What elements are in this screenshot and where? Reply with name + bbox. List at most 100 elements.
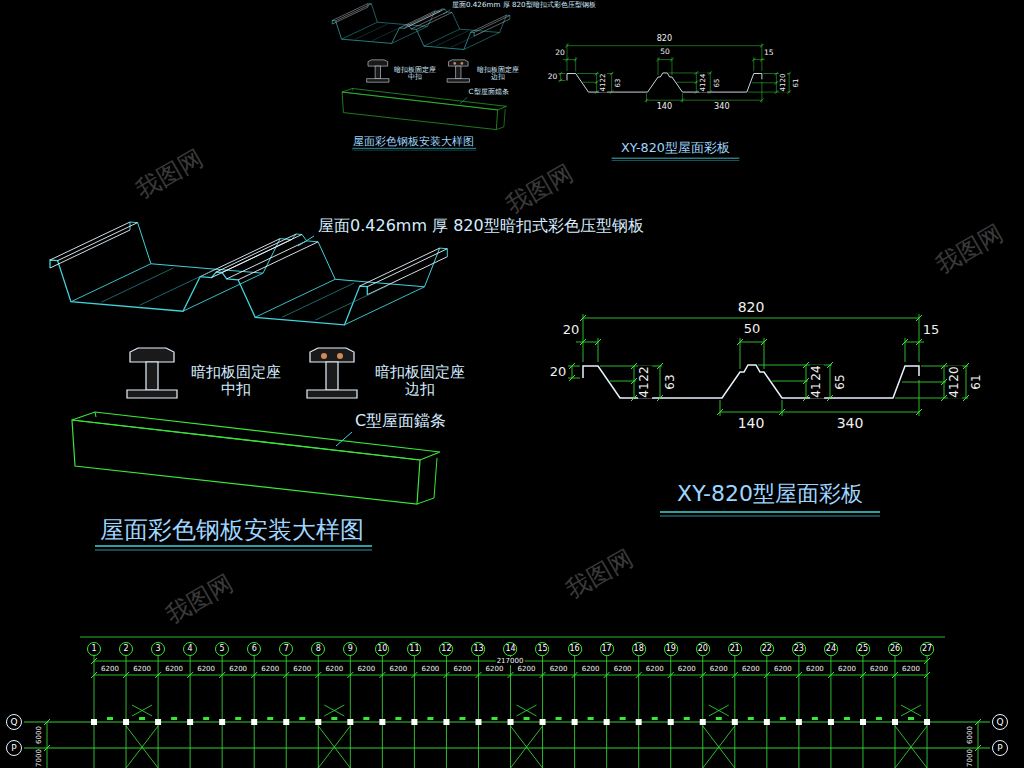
dimension-text: 20 xyxy=(562,323,581,338)
dimension-text: 63 xyxy=(614,77,622,88)
clip-head xyxy=(310,348,354,362)
bubble-circle xyxy=(696,642,709,655)
bracing xyxy=(703,726,735,768)
part-label: 暗扣板固定座 中扣 xyxy=(188,364,284,399)
bay-dimension: 6200 xyxy=(774,665,792,673)
watermark: 我图网 xyxy=(132,145,208,205)
axis-label: 10 xyxy=(377,645,387,653)
axis-bubble: 21 xyxy=(728,642,742,656)
bracing xyxy=(511,726,543,768)
axis-bubble: 26 xyxy=(888,642,902,656)
dimension-text: 340 xyxy=(713,102,730,111)
drawing-title: 屋面彩色钢板安装大样图 xyxy=(100,517,364,545)
axis-label: 1 xyxy=(91,645,96,653)
axis-label: 17 xyxy=(602,645,612,653)
title-underline xyxy=(95,545,372,547)
axis-label: 13 xyxy=(473,645,483,653)
dimension-line xyxy=(94,675,927,676)
column xyxy=(828,719,834,725)
extension-line xyxy=(740,338,741,369)
column xyxy=(347,719,353,725)
column xyxy=(315,719,321,725)
axis-bubble: 7 xyxy=(279,642,293,656)
bubble-circle xyxy=(536,642,549,655)
axis-label: 20 xyxy=(698,645,708,653)
axis-line xyxy=(382,656,383,768)
bay-dimension: 6200 xyxy=(518,665,536,673)
purlin-mark xyxy=(267,717,273,720)
axis-bubble: 22 xyxy=(760,642,774,656)
bay-dimension: 6200 xyxy=(293,665,311,673)
bracing xyxy=(318,726,350,768)
bubble-circle xyxy=(376,642,389,655)
purlin-mark xyxy=(684,717,690,720)
column xyxy=(219,719,225,725)
dimension-text: 22 xyxy=(638,365,652,382)
bubble-circle xyxy=(993,741,1008,756)
dimension-tick xyxy=(916,339,922,345)
column xyxy=(732,719,738,725)
axis-line xyxy=(286,656,287,768)
bubble-circle xyxy=(993,715,1008,730)
bubble-circle xyxy=(504,642,517,655)
axis-label: 2 xyxy=(123,645,128,653)
axis-line xyxy=(510,656,511,768)
dimension-tick xyxy=(44,719,50,725)
column xyxy=(443,719,449,725)
installation-detail xyxy=(50,222,447,550)
axis-line xyxy=(414,656,415,768)
dimension-text: 41 xyxy=(599,82,607,93)
bubble-circle xyxy=(152,643,165,656)
dimension-text: 61 xyxy=(792,77,800,88)
purlin-mark xyxy=(492,717,498,720)
axis-bubble: Q xyxy=(992,714,1008,730)
bay-dimension: 6000 xyxy=(35,726,43,744)
panel-front-edge xyxy=(50,260,367,325)
bracing xyxy=(126,726,158,768)
purlin-mark xyxy=(588,717,594,720)
purlin-mark xyxy=(780,717,786,720)
dimension-tick xyxy=(91,658,97,664)
clip-base xyxy=(127,390,177,398)
axis-line xyxy=(574,656,575,768)
axis-line xyxy=(222,656,223,768)
title-underline xyxy=(660,511,880,513)
dimension-text: 65 xyxy=(713,77,721,88)
axis-bubble: 12 xyxy=(439,642,453,656)
axis-line xyxy=(478,656,479,768)
axis-bubble: 2 xyxy=(119,642,133,656)
profile-outline xyxy=(583,365,919,398)
bubble-circle xyxy=(856,642,869,655)
bay-dimension: 6200 xyxy=(261,665,279,673)
extension-line xyxy=(772,381,808,382)
dimension-text: 140 xyxy=(656,102,673,111)
axis-line xyxy=(190,656,191,768)
bay-dimension: 6000 xyxy=(966,726,974,744)
dimension-text: 20 xyxy=(549,365,568,380)
purlin-mark xyxy=(363,717,369,720)
leader-line xyxy=(298,236,314,246)
axis-label: P xyxy=(11,744,16,753)
part-label: 屋面0.426mm 厚 820型暗扣式彩色压型钢板 xyxy=(318,217,644,235)
bay-dimension: 6200 xyxy=(806,665,824,673)
bubble-circle xyxy=(408,642,421,655)
grid-boundary xyxy=(80,637,945,638)
axis-label: 21 xyxy=(730,645,740,653)
axis-bubble: 27 xyxy=(920,642,934,656)
bay-dimension: 6200 xyxy=(165,665,183,673)
bay-dimension: 6200 xyxy=(421,665,439,673)
dimension-text: 63 xyxy=(664,373,678,390)
axis-line xyxy=(446,656,447,768)
clip-stem xyxy=(326,362,338,390)
axis-bubble: 18 xyxy=(632,642,646,656)
bubble-circle xyxy=(568,642,581,655)
purlin-mark xyxy=(716,717,722,720)
axis-label: 25 xyxy=(858,645,868,653)
axis-line xyxy=(670,656,671,768)
dimension-line xyxy=(830,365,831,398)
column xyxy=(764,719,770,725)
column xyxy=(283,719,289,725)
clip-hole xyxy=(337,353,343,359)
dimension-tick xyxy=(44,745,50,751)
